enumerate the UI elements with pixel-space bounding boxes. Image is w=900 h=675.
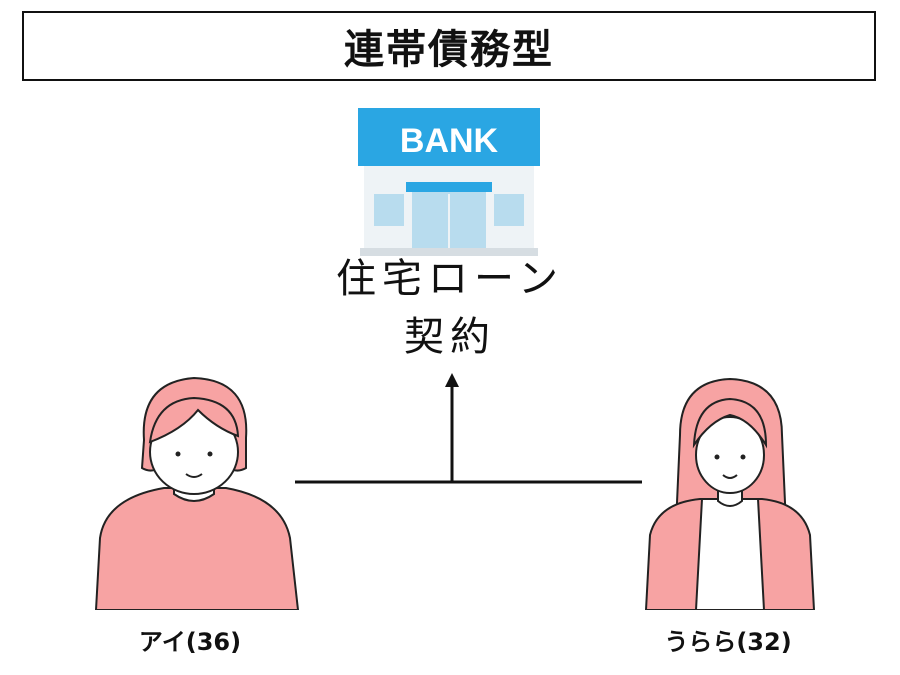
bank-window-right [494,194,524,226]
loan-contract-label: 住宅ローン 契約 [300,250,600,366]
bank-sign-text: BANK [400,122,499,160]
person-left-illustration [94,376,300,610]
bank-awning [406,182,492,192]
loan-line-2: 契約 [404,314,496,360]
person-right-name: うらら(32) [664,628,792,656]
person-left-name: アイ(36) [138,628,242,656]
title-box: 連帯債務型 [22,11,876,81]
page-title: 連帯債務型 [344,27,554,73]
arrow-head-icon [445,373,459,387]
loan-line-1: 住宅ローン [336,256,564,302]
bank-sign-board [358,108,540,166]
bank-window-left [374,194,404,226]
bank-step [360,248,538,256]
person-right-illustration [644,377,816,610]
bank-building-icon: BANK [358,108,540,256]
